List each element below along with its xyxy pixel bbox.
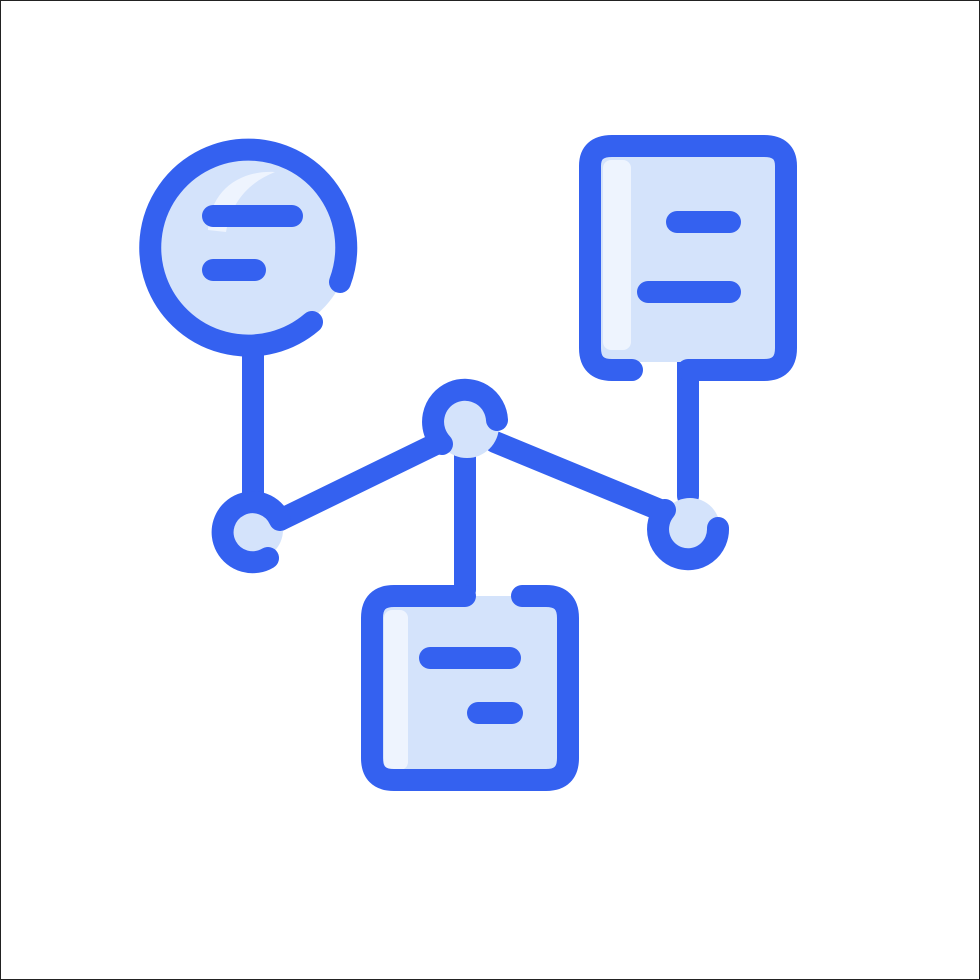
connector-left-to-center-node [269, 431, 451, 531]
connector-lines [242, 327, 699, 601]
bottom-card-fill [372, 596, 568, 780]
bottom-card-outline [361, 585, 579, 791]
connector-center-to-right-node [484, 431, 671, 521]
junction-node-left [211, 491, 291, 574]
bottom-card-node [361, 585, 579, 791]
document-highlight [603, 160, 631, 350]
junction-node-center [422, 378, 508, 458]
bottom-card-highlight [384, 610, 408, 770]
document-fill [590, 146, 786, 362]
junction-node-right [647, 498, 729, 571]
document-node [579, 135, 797, 381]
document-outline [579, 135, 797, 381]
speech-circle-outline [139, 138, 358, 357]
speech-circle-node [139, 138, 358, 357]
speech-circle-fill [155, 142, 351, 338]
